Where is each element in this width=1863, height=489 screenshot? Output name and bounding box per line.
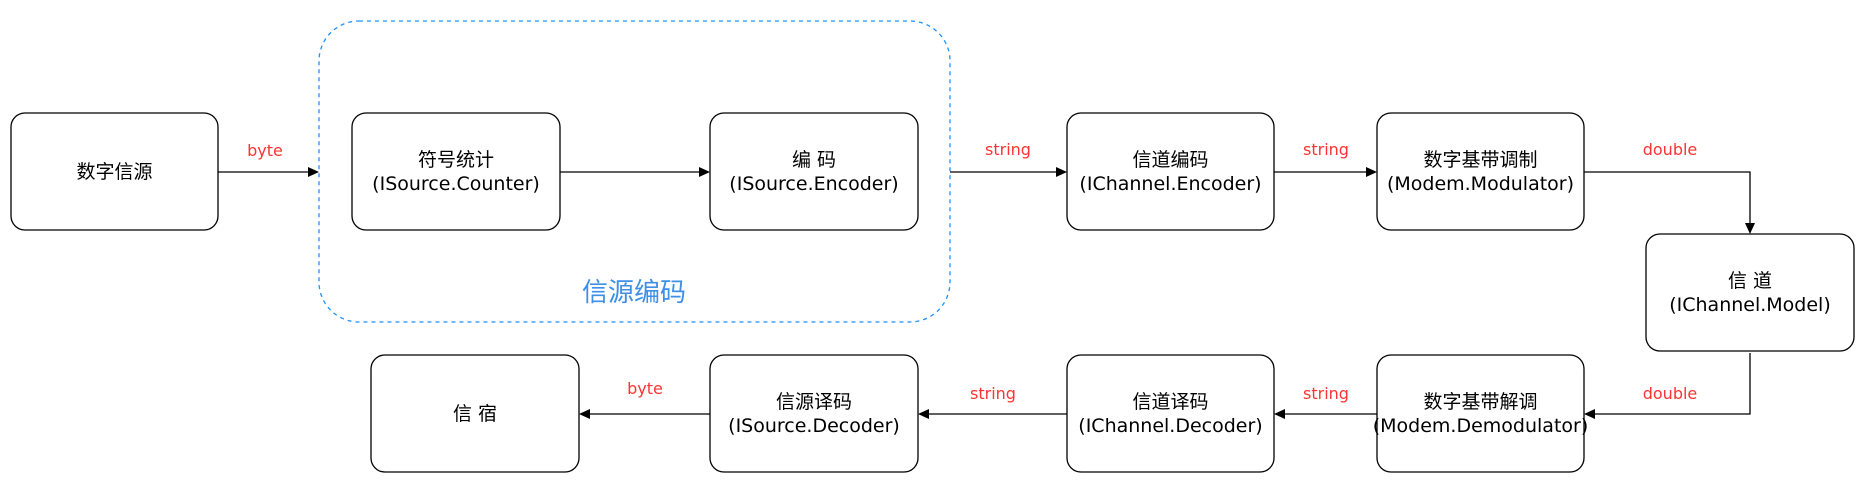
node-title: 信道译码: [1132, 391, 1208, 413]
node-box: [351, 112, 561, 231]
node-subtitle: (ISource.Decoder): [728, 415, 900, 437]
node-box: [1066, 354, 1275, 473]
edge-channel-encoder-to-modulator: string: [1274, 140, 1377, 177]
node-subtitle: (IChannel.Decoder): [1078, 415, 1262, 437]
arrowhead-icon: [1584, 409, 1595, 419]
edge-counter-to-encoder: [560, 167, 710, 177]
arrowhead-icon: [579, 409, 590, 419]
edge-line: [1584, 171, 1751, 225]
edge-channel-decoder-to-source-decoder: string: [918, 384, 1067, 419]
node-box: [370, 354, 580, 473]
edge-label: double: [1643, 140, 1698, 159]
arrowhead-icon: [1274, 409, 1285, 419]
node-box: [10, 112, 219, 231]
edge-source-decoder-to-sink: byte: [579, 379, 710, 419]
node-source-decoder[interactable]: 信源译码 (ISource.Decoder): [709, 354, 919, 473]
node-subtitle: (ISource.Counter): [372, 173, 540, 195]
edge-demodulator-to-channel-decoder: string: [1274, 384, 1377, 419]
node-source-encoder[interactable]: 编 码 (ISource.Encoder): [709, 112, 919, 231]
edge-line: [1593, 353, 1751, 415]
node-title: 信 道: [1728, 270, 1772, 292]
edge-label: string: [970, 384, 1016, 403]
node-box: [709, 112, 919, 231]
edge-group-to-channel-encoder: string: [950, 140, 1067, 177]
node-subtitle: (Modem.Demodulator): [1373, 415, 1589, 437]
edge-label: double: [1643, 384, 1698, 403]
node-title: 符号统计: [418, 149, 494, 171]
node-title: 数字基带调制: [1423, 149, 1537, 171]
arrowhead-icon: [1056, 167, 1067, 177]
arrowhead-icon: [918, 409, 929, 419]
source-coding-group: 信源编码: [318, 20, 951, 323]
node-box: [1645, 233, 1855, 352]
node-channel-encoder[interactable]: 信道编码 (IChannel.Encoder): [1066, 112, 1275, 231]
edge-label: string: [985, 140, 1031, 159]
arrowhead-icon: [1745, 223, 1755, 234]
node-box: [709, 354, 919, 473]
node-baseband-demodulator[interactable]: 数字基带解调 (Modem.Demodulator): [1373, 354, 1589, 473]
node-subtitle: (Modem.Modulator): [1387, 173, 1574, 195]
node-subtitle: (IChannel.Encoder): [1079, 173, 1261, 195]
node-symbol-counter[interactable]: 符号统计 (ISource.Counter): [351, 112, 561, 231]
node-channel[interactable]: 信 道 (IChannel.Model): [1645, 233, 1855, 352]
edge-label: string: [1303, 384, 1349, 403]
edge-label: string: [1303, 140, 1349, 159]
node-title: 信 宿: [453, 403, 497, 425]
node-subtitle: (IChannel.Model): [1669, 294, 1831, 316]
source-coding-group-label: 信源编码: [582, 278, 686, 308]
arrowhead-icon: [308, 167, 319, 177]
node-title: 数字基带解调: [1423, 391, 1537, 413]
edge-source-to-group: byte: [218, 141, 319, 177]
node-box: [1066, 112, 1275, 231]
edge-channel-to-demodulator: double: [1584, 353, 1751, 419]
node-box: [1376, 354, 1585, 473]
node-title: 信源译码: [776, 391, 852, 413]
node-title: 编 码: [792, 149, 836, 171]
node-channel-decoder[interactable]: 信道译码 (IChannel.Decoder): [1066, 354, 1275, 473]
node-baseband-modulator[interactable]: 数字基带调制 (Modem.Modulator): [1376, 112, 1585, 231]
node-digital-source[interactable]: 数字信源: [10, 112, 219, 231]
source-coding-group-border: [318, 20, 951, 323]
edge-label: byte: [247, 141, 283, 160]
node-subtitle: (ISource.Encoder): [729, 173, 898, 195]
arrowhead-icon: [699, 167, 710, 177]
arrowhead-icon: [1366, 167, 1377, 177]
edge-modulator-to-channel: double: [1584, 140, 1755, 234]
edge-label: byte: [627, 379, 663, 398]
node-sink[interactable]: 信 宿: [370, 354, 580, 473]
node-title: 数字信源: [76, 161, 152, 183]
node-box: [1376, 112, 1585, 231]
node-title: 信道编码: [1132, 149, 1208, 171]
